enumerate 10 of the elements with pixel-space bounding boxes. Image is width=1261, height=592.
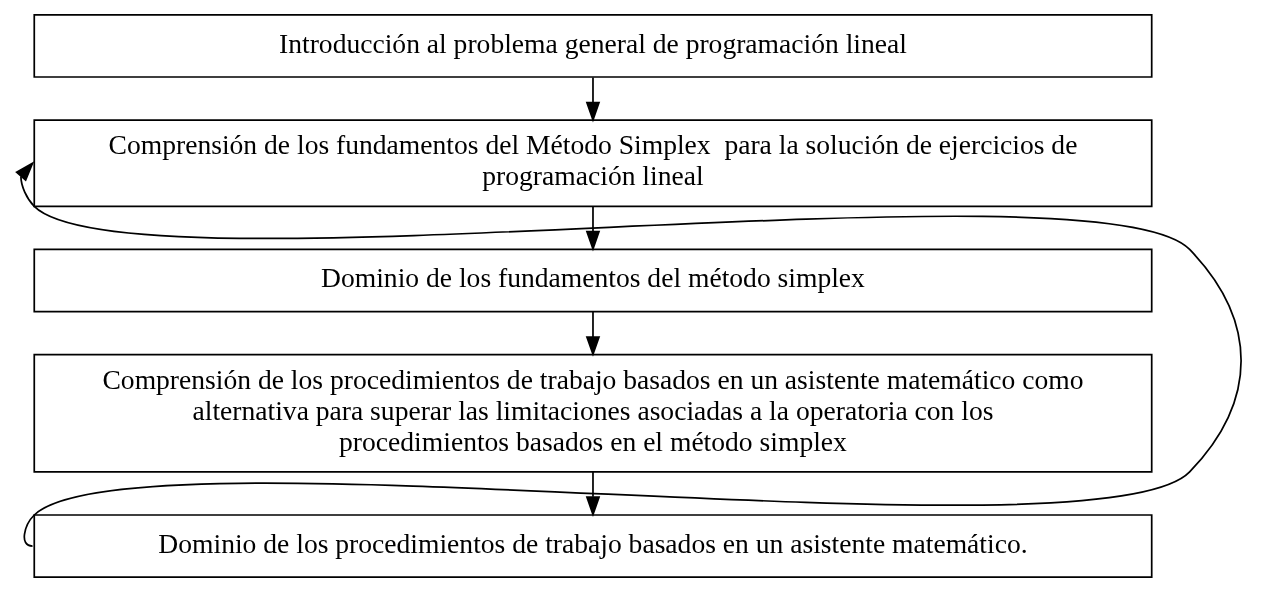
node-box: Introducción al problema general de programación lineal	[32, 14, 1153, 78]
node-box: Dominio de los fundamentos del método simplex	[32, 248, 1153, 313]
node-box: Dominio de los procedimientos de trabajo basados en un asistente matemático.	[32, 514, 1153, 578]
arrow	[585, 205, 600, 252]
arrow	[585, 310, 600, 357]
arrow	[585, 471, 600, 518]
node-box: Comprensión de los procedimientos de trabajo basados en un asistente matemático como alternativa para superar las limitaciones asociadas a la operatoria con los procedimientos basados en el método simplex	[32, 353, 1153, 473]
arrow	[14, 161, 1242, 547]
arrow	[585, 76, 600, 123]
node-box: Comprensión de los fundamentos del Método Simplex para la solución de ejercicios de programación lineal	[32, 119, 1153, 208]
